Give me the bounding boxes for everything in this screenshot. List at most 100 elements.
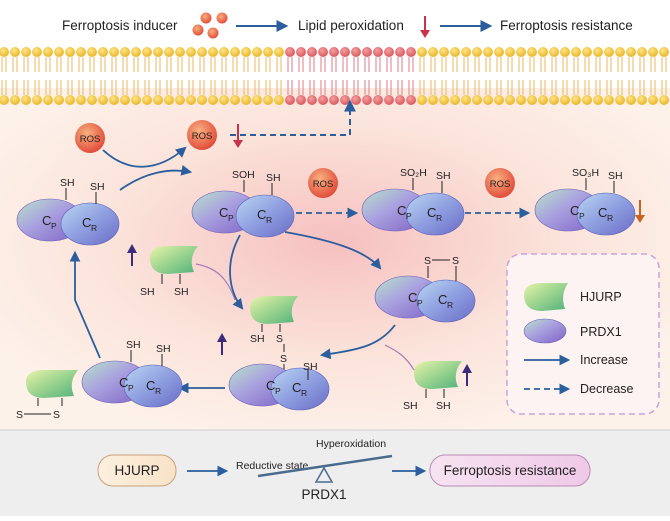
svg-text:SH: SH	[126, 339, 141, 351]
lipid-decrease-arrow-icon	[420, 16, 430, 38]
svg-text:S: S	[280, 353, 287, 365]
prdx1-hjurp-complex-dimer: C P C R SH	[228, 361, 330, 411]
bottom-hjurp-label: HJURP	[114, 463, 159, 478]
svg-text:SO₃H: SO₃H	[572, 167, 599, 179]
arrow-reduced-to-sulfenic	[119, 165, 193, 191]
hjurp-increase-arrow-complex	[217, 333, 227, 355]
svg-text:C: C	[427, 205, 436, 220]
arrow-disulfide-to-complex	[319, 324, 396, 360]
bottom-hjurp-pill	[97, 454, 177, 487]
svg-text:SH: SH	[436, 170, 451, 182]
arrow-ros-consumption	[102, 146, 187, 168]
svg-text:P: P	[228, 213, 234, 223]
arrow-sulfenic-to-complex	[229, 234, 244, 310]
svg-text:C: C	[146, 378, 155, 393]
svg-text:P: P	[128, 383, 134, 393]
svg-text:C: C	[82, 215, 91, 230]
legend-hjurp-swatch	[524, 283, 568, 311]
svg-text:SH: SH	[436, 400, 451, 412]
svg-text:C: C	[570, 203, 579, 218]
svg-text:SH: SH	[266, 172, 281, 184]
svg-text:ROS: ROS	[490, 179, 511, 190]
balance-fulcrum-icon	[314, 466, 334, 483]
hjurp-reduced-center: SH SH	[140, 246, 198, 298]
svg-text:R: R	[301, 388, 307, 398]
cell-membrane	[0, 47, 669, 105]
svg-text:ROS: ROS	[313, 179, 334, 190]
bottom-resistance-label: Ferroptosis resistance	[444, 463, 577, 478]
svg-text:P: P	[579, 211, 585, 221]
svg-text:R: R	[91, 223, 97, 233]
bottom-prdx1-label: PRDX1	[301, 487, 346, 502]
dashed-arrow-ros-to-membrane	[230, 99, 356, 136]
ros-decrease-arrow-icon	[233, 124, 243, 148]
svg-text:P: P	[51, 221, 57, 231]
bottom-summary: HJURP Reductive state Hyperoxidation PRD…	[97, 438, 591, 502]
svg-text:R: R	[607, 213, 613, 223]
hyperoxidation-label: Hyperoxidation	[316, 438, 386, 450]
legend-increase-label: Increase	[580, 353, 628, 367]
reductive-state-label: Reductive state	[236, 460, 309, 472]
bottom-resistance-pill	[429, 454, 591, 487]
svg-text:P: P	[417, 298, 423, 308]
hjurp-increase-arrow-right	[462, 364, 472, 386]
svg-text:S: S	[424, 255, 431, 267]
svg-text:S: S	[452, 255, 459, 267]
prdx1-disulfide-dimer: C P C R S S	[374, 255, 476, 323]
svg-text:C: C	[438, 292, 447, 307]
svg-text:ROS: ROS	[192, 131, 213, 142]
prdx1-sulfenic-dimer: C P C R SOH SH	[191, 169, 295, 238]
ros-molecule-second: ROS	[308, 168, 338, 198]
svg-text:S: S	[53, 409, 60, 421]
svg-text:C: C	[266, 378, 275, 393]
svg-text:P: P	[406, 211, 412, 221]
svg-text:S: S	[276, 333, 283, 345]
svg-text:C: C	[42, 213, 51, 228]
hjurp-oxidized-disulfide: S S	[16, 370, 78, 421]
svg-text:C: C	[257, 207, 266, 222]
prdx1-regenerated-dimer: C P C R SH SH	[81, 339, 183, 408]
arrow-sulfenic-to-disulfide	[284, 231, 382, 270]
svg-text:R: R	[266, 215, 272, 225]
svg-text:C: C	[397, 203, 406, 218]
ferroptosis-resistance-label: Ferroptosis resistance	[500, 18, 633, 33]
svg-text:SO₂H: SO₂H	[400, 167, 427, 179]
hjurp-reduced-right: SH SH	[403, 361, 462, 412]
svg-text:R: R	[436, 213, 442, 223]
hjurp-binding-line	[195, 263, 236, 301]
inducer-particles-icon	[192, 12, 228, 39]
svg-text:SH: SH	[403, 400, 418, 412]
svg-text:P: P	[275, 386, 281, 396]
legend-box: HJURP PRDX1 Increase Decrease	[506, 253, 660, 415]
svg-text:ROS: ROS	[80, 134, 101, 145]
svg-text:SH: SH	[608, 170, 623, 182]
svg-text:C: C	[219, 205, 228, 220]
legend-hjurp-label: HJURP	[580, 290, 622, 304]
svg-text:R: R	[155, 386, 161, 396]
svg-text:SH: SH	[303, 361, 318, 373]
prdx1-sulfinic-dimer: C P C R SO₂H SH	[361, 167, 465, 236]
hjurp-binding-line-right	[384, 344, 415, 371]
prdx1-sulfonic-dimer: C P C R SO₃H SH	[534, 167, 636, 236]
svg-text:S: S	[16, 409, 23, 421]
arrow-regenerated-to-reduced	[69, 250, 101, 359]
ros-molecule-center: ROS	[187, 120, 217, 150]
legend-prdx1-swatch	[523, 318, 567, 344]
svg-text:C: C	[119, 375, 128, 390]
svg-text:SH: SH	[60, 177, 75, 189]
svg-text:SH: SH	[174, 286, 189, 298]
svg-text:R: R	[447, 300, 453, 310]
balance-beam	[257, 454, 393, 478]
svg-text:C: C	[292, 380, 301, 395]
hjurp-increase-arrow-center	[127, 244, 137, 266]
svg-text:SOH: SOH	[232, 169, 255, 181]
svg-text:SH: SH	[156, 343, 171, 355]
svg-text:SH: SH	[140, 286, 155, 298]
ros-molecule-left: ROS	[75, 123, 105, 153]
prdx1-reduced-dimer: C P C R SH SH	[16, 177, 120, 246]
legend-prdx1-label: PRDX1	[580, 325, 622, 339]
hjurp-bound-complex: SH S S	[250, 296, 298, 372]
svg-text:C: C	[598, 205, 607, 220]
